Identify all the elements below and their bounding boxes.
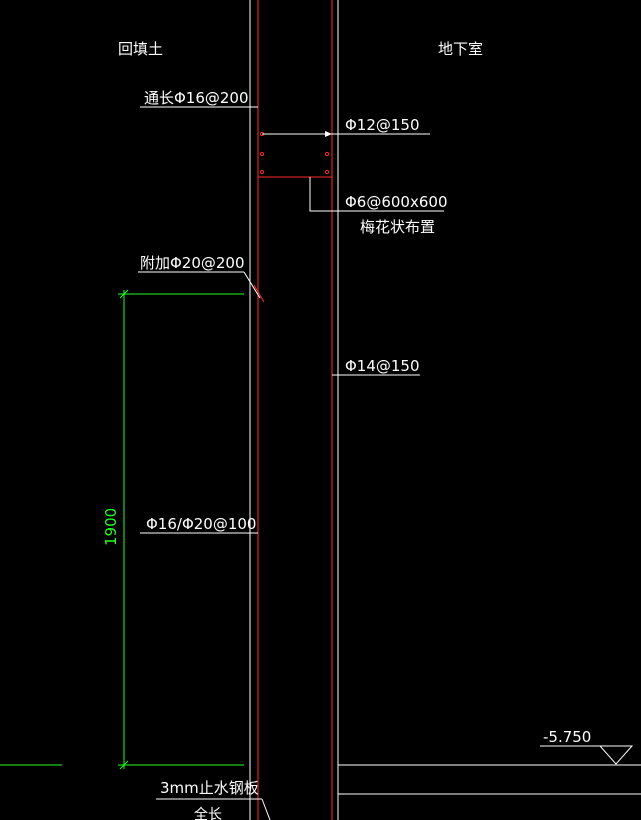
top-rebar-label: Φ12@150 — [345, 116, 420, 134]
dimension-tick-bottom — [119, 760, 129, 770]
tie-leader — [309, 177, 444, 212]
additional-bar-hook — [253, 284, 265, 303]
waterstop-leader-slant — [261, 798, 271, 820]
backfill-label: 回填土 — [118, 40, 163, 58]
dimension-tick-top — [119, 289, 129, 299]
outer-rebar-label: Φ16/Φ20@100 — [146, 515, 256, 533]
tie-layout-label: 梅花状布置 — [360, 218, 435, 236]
elevation-symbol — [598, 745, 634, 765]
top-rebar-arrow — [325, 131, 332, 137]
elevation-label: -5.750 — [543, 728, 591, 746]
continuous-rebar-label: 通长Φ16@200 — [144, 89, 249, 107]
dimension-value: 1900 — [102, 508, 120, 546]
full-length-label: 全长 — [194, 806, 222, 820]
additional-rebar-leader-slant — [243, 271, 261, 299]
tie-rebar-label: Φ6@600x600 — [345, 193, 448, 211]
basement-label: 地下室 — [438, 40, 483, 58]
waterstop-label: 3mm止水钢板 — [160, 779, 259, 797]
inner-rebar-label: Φ14@150 — [345, 357, 420, 375]
rebar-dots — [259, 131, 330, 175]
additional-rebar-label: 附加Φ20@200 — [140, 254, 245, 272]
